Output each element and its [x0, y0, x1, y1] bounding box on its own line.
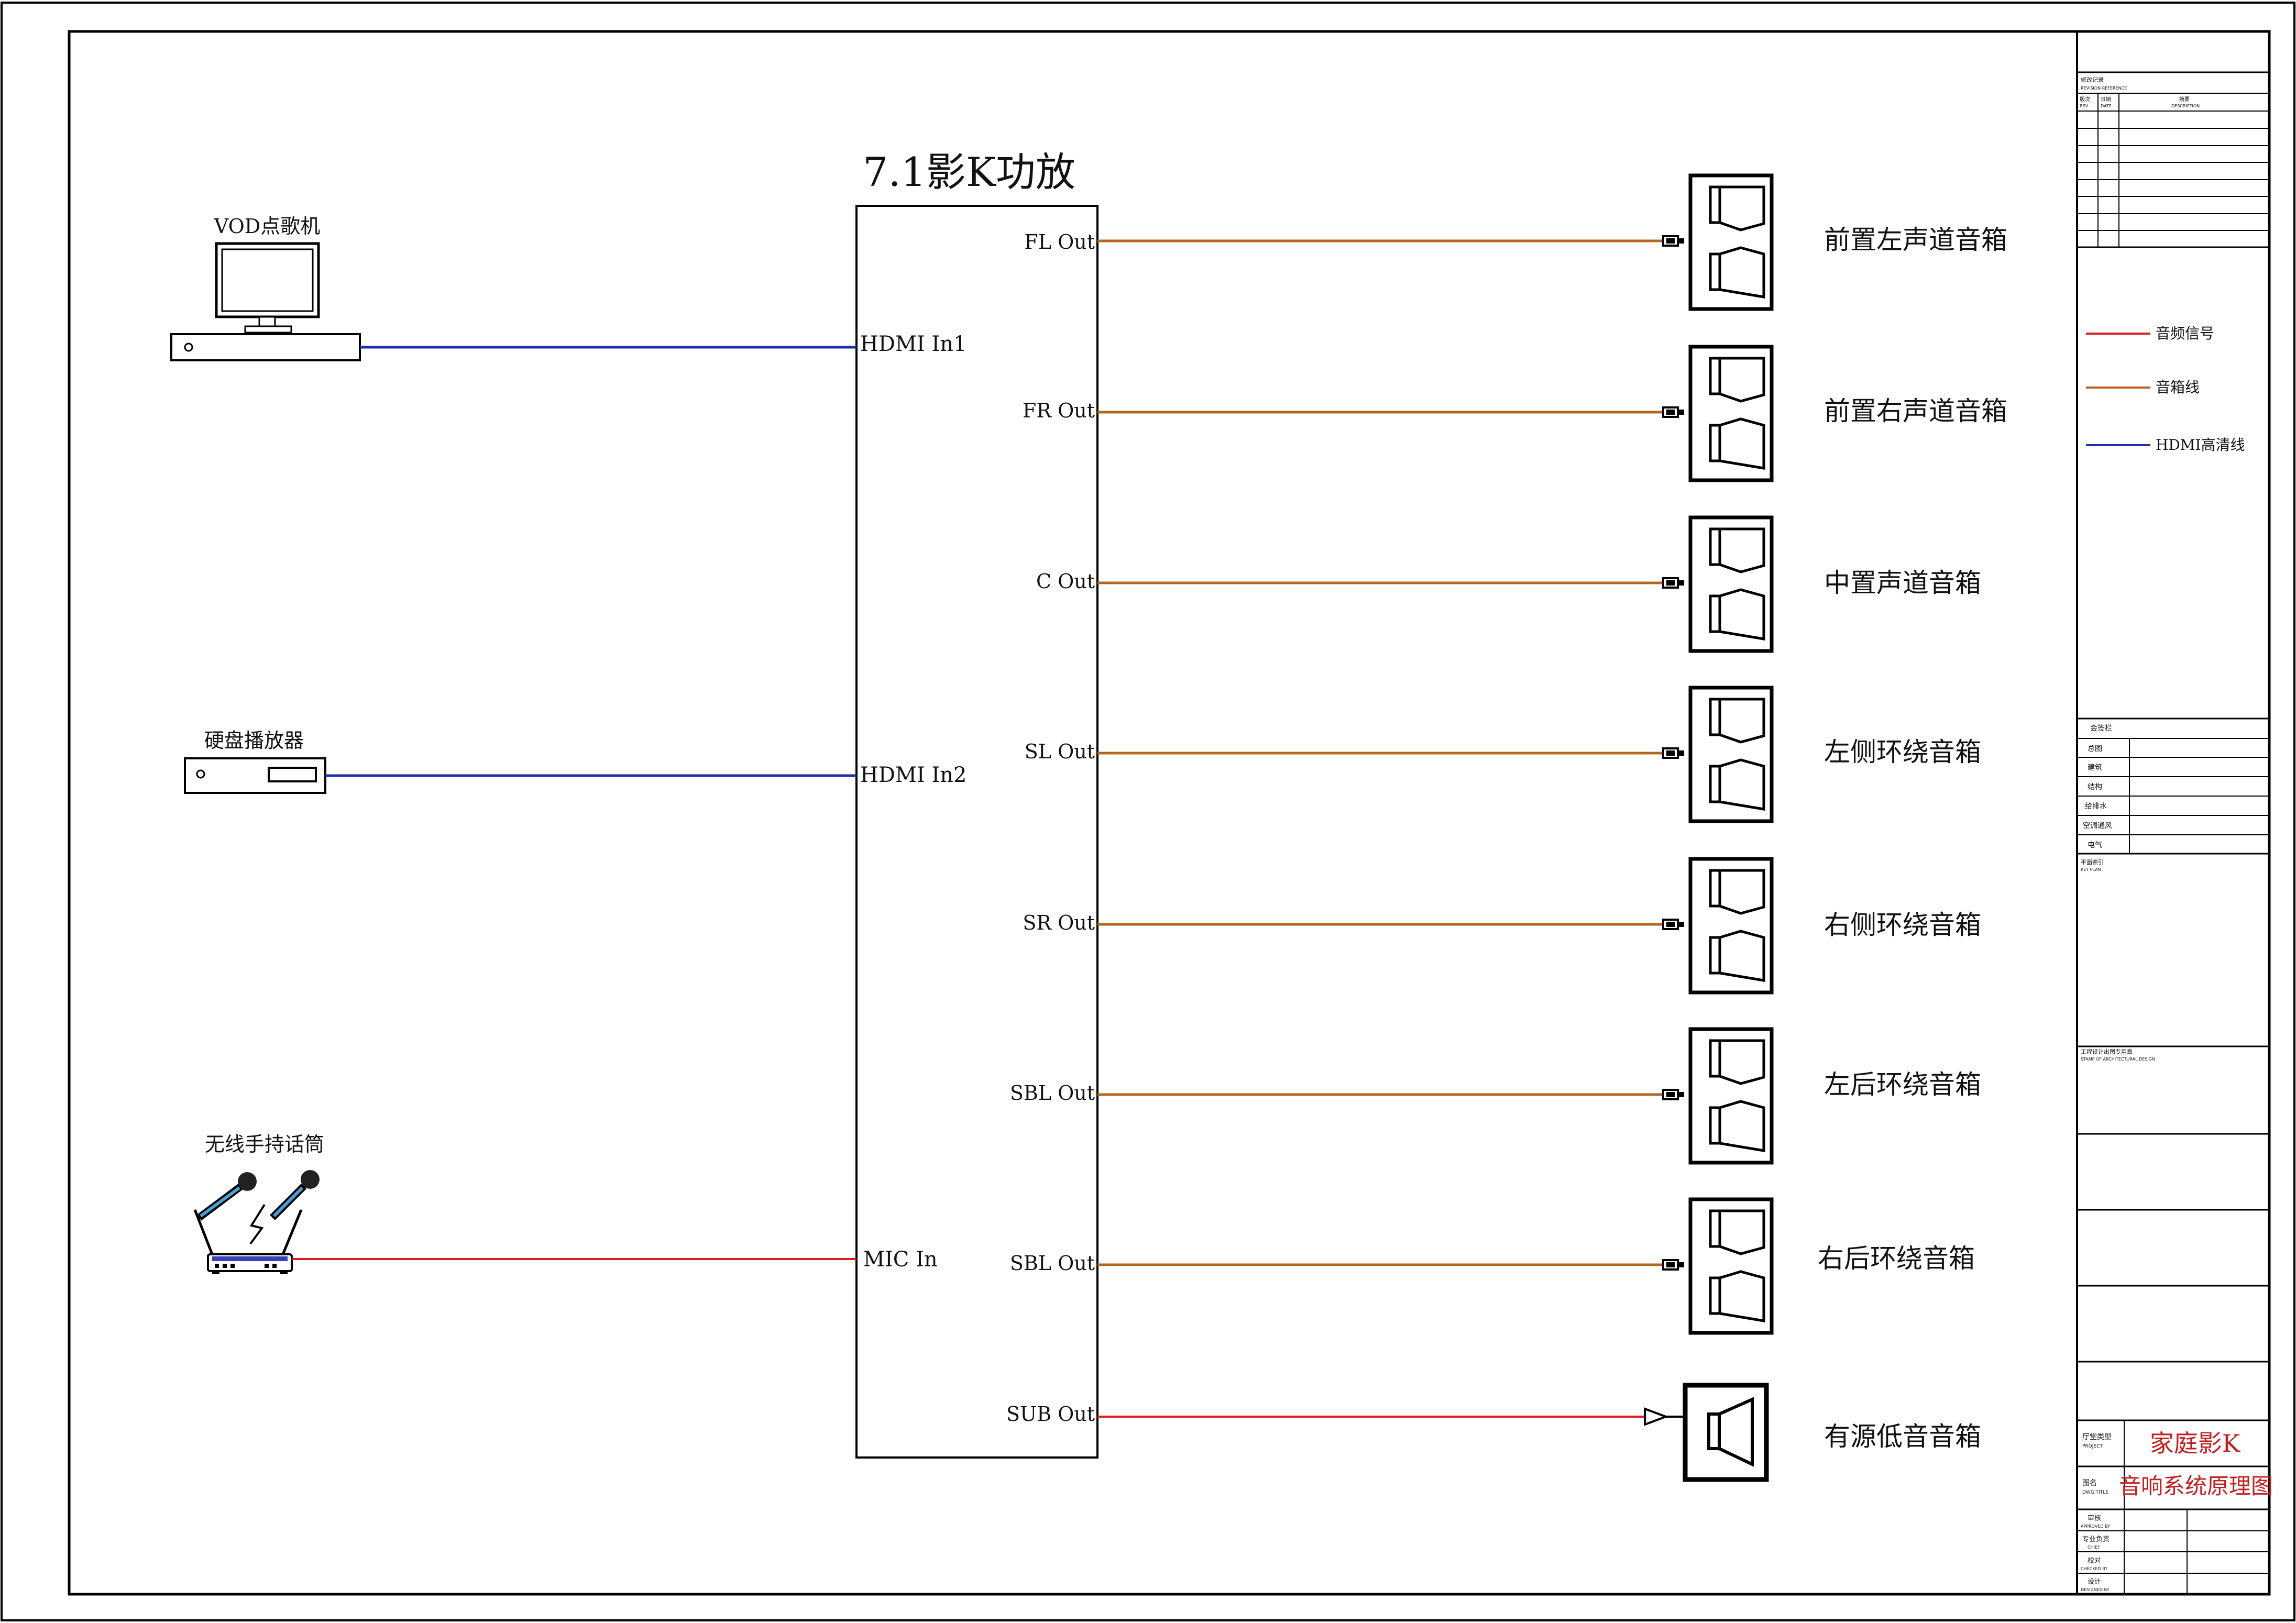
svg-text:图名: 图名: [2082, 1479, 2097, 1487]
mic-label: 无线手持话筒: [205, 1133, 324, 1156]
subwoofer-icon: [1683, 1383, 1769, 1482]
speaker-label-sr: 右侧环绕音箱: [1824, 910, 1981, 940]
legend-hdmi: HDMI高清线: [2156, 436, 2245, 454]
svg-text:DWG.TITLE: DWG.TITLE: [2082, 1490, 2108, 1495]
speaker-icon-fl: [1690, 175, 1772, 309]
hdd-label: 硬盘播放器: [204, 729, 304, 752]
speaker-label-sbl: 左后环绕音箱: [1824, 1069, 1981, 1100]
speaker-label-c: 中置声道音箱: [1824, 568, 1981, 598]
output-sbr: SBL Out: [1010, 1252, 1095, 1275]
output-fl: FL Out: [1024, 230, 1095, 253]
svg-text:REV.: REV.: [2080, 104, 2089, 108]
output-sl: SL Out: [1025, 740, 1095, 763]
svg-text:工程设计出图专用章: 工程设计出图专用章: [2081, 1048, 2133, 1055]
speaker-label-sbr: 右后环绕音箱: [1818, 1243, 1975, 1274]
input-mic: MIC In: [863, 1247, 938, 1272]
svg-text:总图: 总图: [2088, 745, 2102, 753]
svg-text:电气: 电气: [2088, 841, 2102, 849]
hdd-player: 硬盘播放器: [184, 729, 326, 794]
amplifier-box: [855, 205, 1098, 1459]
receiver-icon: [193, 1209, 303, 1274]
speaker-icon-sbl: [1690, 1029, 1772, 1163]
speaker-label-fr: 前置右声道音箱: [1824, 396, 2007, 426]
drawing-frame: [68, 30, 2271, 1596]
output-sub: SUB Out: [1006, 1403, 1095, 1426]
speaker-icon-sl: [1690, 688, 1772, 821]
speaker-label-sub: 有源低音音箱: [1824, 1421, 1981, 1452]
svg-text:摘要: 摘要: [2179, 96, 2190, 103]
svg-text:审核: 审核: [2088, 1515, 2101, 1522]
legend: 音频信号 音箱线 HDMI高清线: [2086, 325, 2245, 454]
amplifier-title: 7.1影K功放: [863, 149, 1075, 195]
svg-text:PROJECT: PROJECT: [2082, 1444, 2103, 1449]
svg-text:DESIGNED BY: DESIGNED BY: [2081, 1587, 2110, 1592]
svg-text:版次: 版次: [2080, 96, 2090, 103]
svg-text:设计: 设计: [2088, 1578, 2101, 1586]
wiring: [292, 235, 1685, 1426]
vod-player: VOD点歌机: [170, 215, 361, 361]
svg-text:APPROVED BY: APPROVED BY: [2081, 1524, 2110, 1529]
svg-text:空调通风: 空调通风: [2083, 822, 2112, 830]
monitor-icon: [215, 242, 320, 318]
sub-connector-icon: [1644, 1407, 1669, 1426]
speaker-icon-c: [1690, 517, 1772, 651]
vod-box-icon: [170, 333, 361, 361]
output-sbl: SBL Out: [1010, 1081, 1095, 1105]
speaker-icon-sr: [1690, 859, 1772, 992]
legend-audio: 音频信号: [2156, 325, 2214, 342]
svg-text:REVISION REFERENCE: REVISION REFERENCE: [2081, 86, 2127, 91]
wireless-mic: 无线手持话筒: [193, 1133, 324, 1274]
microphone-icon: [196, 1170, 320, 1245]
svg-text:结构: 结构: [2088, 783, 2102, 791]
svg-text:DATE: DATE: [2101, 104, 2112, 108]
svg-text:厅堂类型: 厅堂类型: [2082, 1433, 2112, 1441]
svg-text:DESCRIPTION: DESCRIPTION: [2171, 104, 2200, 108]
revision-table: 修改记录 REVISION REFERENCE 版次 REV. 日期 DATE …: [2077, 71, 2269, 248]
speaker-label-sl: 左侧环绕音箱: [1824, 737, 1981, 767]
svg-text:专业负责: 专业负责: [2082, 1536, 2110, 1543]
svg-text:修改记录: 修改记录: [2081, 76, 2104, 83]
output-c: C Out: [1036, 570, 1095, 593]
speaker-label-fl: 前置左声道音箱: [1824, 225, 2007, 255]
signoff-table: 会签栏 总图 建筑 结构 给排水 空调通风 电气: [2077, 717, 2269, 855]
svg-text:CHIEF: CHIEF: [2088, 1545, 2100, 1550]
output-sr: SR Out: [1023, 911, 1095, 934]
input-hdmi-1: HDMI In1: [860, 332, 966, 356]
speaker-icon-sbr: [1690, 1199, 1772, 1333]
input-hdmi-2: HDMI In2: [860, 763, 966, 787]
svg-text:KEY PLAN: KEY PLAN: [2081, 867, 2101, 872]
project-name: 家庭影K: [2150, 1429, 2241, 1458]
svg-text:给排水: 给排水: [2085, 802, 2107, 811]
amplifier-block: 7.1影K功放 HDMI In1 HDMI In2 MIC In FL Out …: [855, 149, 1098, 1459]
svg-text:平面索引: 平面索引: [2081, 858, 2104, 866]
svg-text:校对: 校对: [2088, 1556, 2101, 1565]
svg-text:建筑: 建筑: [2088, 764, 2102, 772]
output-fr: FR Out: [1023, 399, 1095, 422]
drawing-name: 音响系统原理图: [2119, 1473, 2273, 1499]
svg-text:CHECKED BY: CHECKED BY: [2081, 1566, 2107, 1571]
svg-text:STAMP OF ARCHITECTURAL DESIGN: STAMP OF ARCHITECTURAL DESIGN: [2081, 1057, 2155, 1062]
speakers: 前置左声道音箱 前置右声道音箱 中置声道音箱 左侧环绕音箱 右侧环绕音箱 左后环…: [1683, 175, 2007, 1482]
legend-speaker-wire: 音箱线: [2156, 379, 2200, 396]
svg-text:日期: 日期: [2101, 96, 2111, 103]
vod-label: VOD点歌机: [214, 215, 320, 238]
title-block: 修改记录 REVISION REFERENCE 版次 REV. 日期 DATE …: [2077, 71, 2273, 1594]
speaker-icon-fr: [1690, 347, 1772, 480]
svg-text:会签栏: 会签栏: [2090, 724, 2112, 733]
